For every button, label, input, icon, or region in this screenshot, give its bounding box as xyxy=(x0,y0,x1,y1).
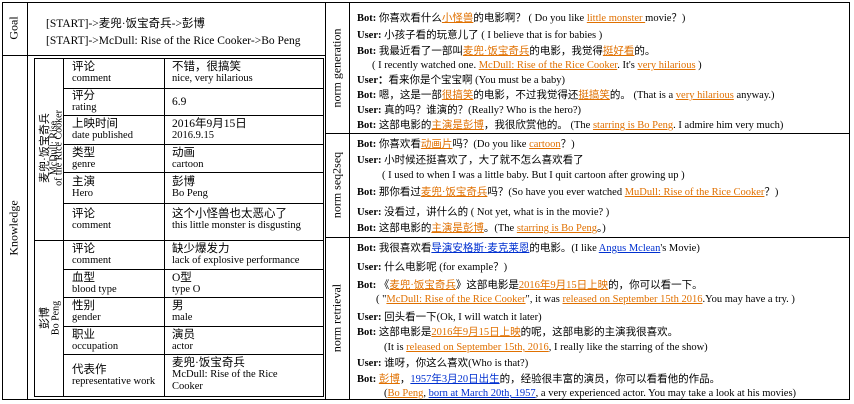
dialogue-line: Bot: 这部电影是2016年9月15日上映的呢，这部电影的主演我很喜欢。 xyxy=(357,327,679,338)
dialogue-line: Bot: 那你看过麦兜·饭宝奇兵吗？(So have you ever watc… xyxy=(357,187,779,198)
dialogue-line: Bot: 我最近看了一部叫麦兜·饭宝奇兵的电影，我觉得挺好看的。 xyxy=(357,46,656,57)
dialogue-line: Bot: 你喜欢看什么小怪兽的电影啊？ ( Do you like little… xyxy=(357,13,686,24)
divider xyxy=(63,58,64,396)
movie-group-en-line2: of the Rice Cooker xyxy=(53,110,65,186)
divider xyxy=(323,58,324,396)
dialogue-line: User: 小孩子看的玩意儿了 ( I believe that is for … xyxy=(357,30,603,41)
divider xyxy=(63,203,323,204)
dialogue-line: ( I recently watched one. McDull: Rise o… xyxy=(372,60,702,71)
dialogue-line: Bot: 我很喜欢看导演安格斯·麦克莱恩的电影。(I like Angus Mc… xyxy=(357,243,700,254)
dialogue-line: Bot: 这部电影的主演是彭博。(The starring is Bo Peng… xyxy=(357,223,606,234)
dialogue-line: User: 真的吗？谁演的？(Really? Who is the hero?) xyxy=(357,105,582,116)
divider xyxy=(34,58,35,396)
divider xyxy=(34,240,324,241)
divider xyxy=(164,58,165,396)
divider xyxy=(34,58,324,59)
dialogue-line: (It is released on September 15th, 2016,… xyxy=(384,342,708,353)
dialogue-line: User：看来你是个宝宝啊 (You must be a baby) xyxy=(357,75,566,86)
goal-path-zh: [START]->麦兜·饭宝奇兵->彭博 xyxy=(46,18,205,30)
dialogue-line: User: 没看过，讲什么的 ( Not yet, what is in the… xyxy=(357,207,610,218)
divider xyxy=(63,326,323,327)
divider xyxy=(325,2,326,400)
dialogue-line: (Bo Peng, born at March 20th, 1957, a ve… xyxy=(384,388,797,399)
dialogue-line: User: 小时候还挺喜欢了，大了就不怎么喜欢看了 xyxy=(357,155,584,166)
dialogue-line: Bot: 《麦兜·饭宝奇兵》这部电影是2016年9月15日上映的，你可以看一下。 xyxy=(357,280,703,291)
dialogue-line: Bot: 彭博，1957年3月20日出生的，经验很丰富的演员，你可以看看他的作品… xyxy=(357,374,721,385)
divider xyxy=(27,2,28,400)
dialogue-line: User: 谁呀，你这么喜欢(Who is that?) xyxy=(357,358,529,369)
dialogue-line: Bot: 你喜欢看动画片吗？(Do you like cartoon？) xyxy=(357,139,575,150)
knowledge-label: Knowledge xyxy=(6,200,21,256)
kb-value: 6.9 xyxy=(172,96,187,108)
divider xyxy=(63,269,323,270)
divider xyxy=(325,237,850,238)
divider xyxy=(63,354,323,355)
dialogue-line: User: 什么电影呢 (for example？) xyxy=(357,262,508,273)
dialogue-line: User: 回头看一下(Ok, I will watch it later) xyxy=(357,312,542,323)
divider xyxy=(63,172,323,173)
norm-generation-label: norm generation xyxy=(329,28,344,108)
goal-label: Goal xyxy=(6,16,21,40)
divider xyxy=(63,88,323,89)
divider xyxy=(63,144,323,145)
dialogue-line: ( "McDull: Rise of the Rice Cooker", it … xyxy=(376,294,795,305)
divider xyxy=(325,133,850,134)
norm-retrieval-label: norm retrieval xyxy=(329,283,344,353)
norm-seq2seq-label: norm seq2seq xyxy=(329,151,344,219)
divider xyxy=(34,396,324,397)
divider xyxy=(63,115,323,116)
dialogue-line: Bot: 嗯，这是一部很搞笑的电影，不过我觉得还挺搞笑的。 (That is a… xyxy=(357,90,775,101)
dialogue-line: Bot: 这部电影的主演是彭博，我很欣赏他的。 (The starring is… xyxy=(357,120,784,131)
figure-frame xyxy=(2,2,850,400)
person-group-en: Bo Peng xyxy=(50,300,62,336)
divider xyxy=(2,55,325,56)
dialogue-line: ( I used to when I was a little baby. Bu… xyxy=(382,170,685,181)
divider xyxy=(63,297,323,298)
divider xyxy=(349,2,350,400)
goal-path-en: [START]->McDull: Rise of the Rice Cooker… xyxy=(46,35,301,47)
